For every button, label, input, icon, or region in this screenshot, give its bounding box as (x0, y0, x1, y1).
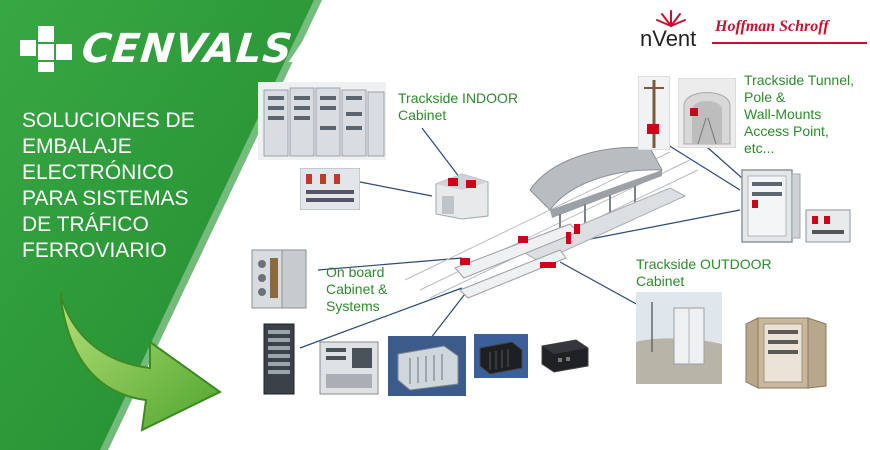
label-trackside-indoor: Trackside INDOOR Cabinet (398, 90, 518, 124)
small-cabinet-image (300, 168, 360, 210)
wall-mount-cabinet-image (741, 169, 801, 243)
indoor-shelter-image (435, 173, 489, 220)
headline-line: EMBALAJE (22, 135, 132, 158)
label-line: Systems (326, 298, 380, 314)
subrack-image (388, 336, 466, 396)
label-line: On board (326, 264, 385, 280)
arrow-icon (60, 291, 222, 432)
label-line: Pole & (744, 89, 786, 105)
label-line: Trackside INDOOR (398, 90, 519, 106)
headline-line: SOLUCIONES DE (22, 109, 195, 132)
outdoor-cabinet-open-image (745, 317, 827, 389)
label-line: Cabinet (636, 273, 685, 289)
label-line: Cabinet & (326, 281, 388, 297)
small-enclosure-image (805, 209, 851, 243)
headline-line: ELECTRÓNICO (22, 161, 174, 184)
label-line: Cabinet (398, 107, 447, 123)
chassis-image (474, 334, 528, 378)
rack-cabinet-image (263, 323, 295, 395)
tunnel-image (678, 78, 736, 148)
label-line: Trackside OUTDOOR (636, 256, 772, 272)
nvent-burst-icon (656, 10, 686, 27)
label-line: Wall-Mounts (744, 106, 822, 122)
nvent-wordmark: nVent (640, 26, 697, 51)
nvent-logo: nVent (640, 8, 710, 51)
rugged-box-image (541, 339, 589, 373)
hoffman-schroff-logo: Hoffman Schroff (715, 18, 829, 35)
label-trackside-outdoor: Trackside OUTDOOR Cabinet (636, 256, 772, 290)
onboard-cabinet-image (251, 249, 307, 309)
headline-line: PARA SISTEMAS (22, 187, 189, 210)
open-panel-image (319, 341, 379, 395)
railway-station-image (404, 146, 699, 299)
outdoor-cabinet-scene-image (636, 292, 722, 384)
label-trackside-tunnel: Trackside Tunnel, Pole & Wall-Mounts Acc… (744, 72, 854, 157)
headline: SOLUCIONES DE EMBALAJE ELECTRÓNICO PARA … (22, 108, 252, 264)
hoffman-underline (712, 42, 867, 44)
cenvalsa-logo-mark-icon (20, 26, 72, 72)
pole-image (638, 76, 670, 150)
headline-line: FERROVIARIO (22, 239, 167, 262)
label-line: Access Point, (744, 123, 829, 139)
brand-name: CENVALSA (79, 26, 328, 72)
label-onboard: On board Cabinet & Systems (326, 264, 387, 315)
headline-line: DE TRÁFICO (22, 213, 149, 236)
label-line: Trackside Tunnel, (744, 72, 854, 88)
indoor-cabinets-image (258, 82, 386, 160)
label-line: etc... (744, 140, 775, 156)
brand-logo: CENVALSA (20, 26, 328, 72)
